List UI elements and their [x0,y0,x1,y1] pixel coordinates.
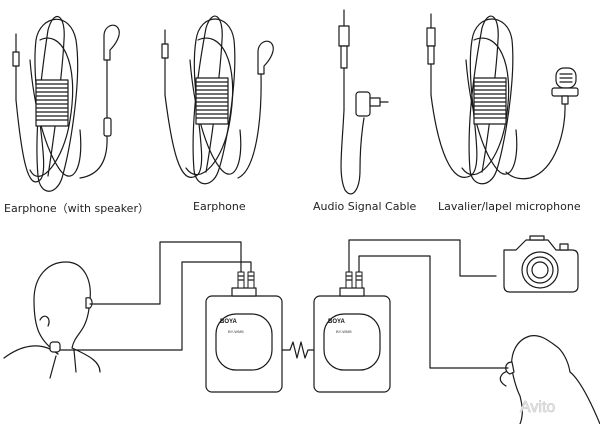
inline-speaker-icon [103,117,112,137]
jack-plug-icon [12,33,20,101]
earbud-icon [103,24,120,119]
receiver-brand: BOYA [328,319,345,325]
earbud-icon [237,40,274,179]
audio-signal-cable-illustration [338,9,389,195]
transmitter-brand: BOYA [220,319,237,325]
cable-tie-icon [35,79,69,127]
watermark-text: Avito [520,399,555,416]
earphone-illustration [161,15,274,185]
cable-tie-icon [195,77,229,125]
transmitter-model: BY-WM5 [228,329,244,334]
accessory-label-earphone-with-speaker: Earphone（with speaker） [4,202,149,215]
accessory-label-earphone: Earphone [193,200,246,213]
earbud-icon [505,361,515,375]
interviewer-person-illustration [499,335,600,425]
lavalier-microphone-illustration [426,13,579,185]
lavalier-mic-icon [49,341,61,353]
receiver-model: BY-WM5 [336,329,352,334]
receiver-device: BOYA BY-WM5 [313,271,391,393]
speaker-person-illustration [3,261,101,379]
earbud-icon [85,297,93,309]
lavalier-mic-icon [505,67,579,180]
transmitter-device: BOYA BY-WM5 [205,271,283,393]
wireless-signal-icon [281,341,315,359]
right-angle-plug-icon [355,91,389,117]
jack-plug-icon [426,13,436,96]
accessory-label-lavalier-microphone: Lavalier/lapel microphone [438,200,581,213]
earphone-with-speaker-illustration [12,16,120,192]
accessory-label-audio-signal-cable: Audio Signal Cable [313,200,417,213]
camera-icon [503,235,579,293]
jack-plug-icon [338,9,350,111]
cable-lines [59,239,509,369]
jack-plug-icon [161,29,169,96]
cable-tie-icon [473,77,507,125]
